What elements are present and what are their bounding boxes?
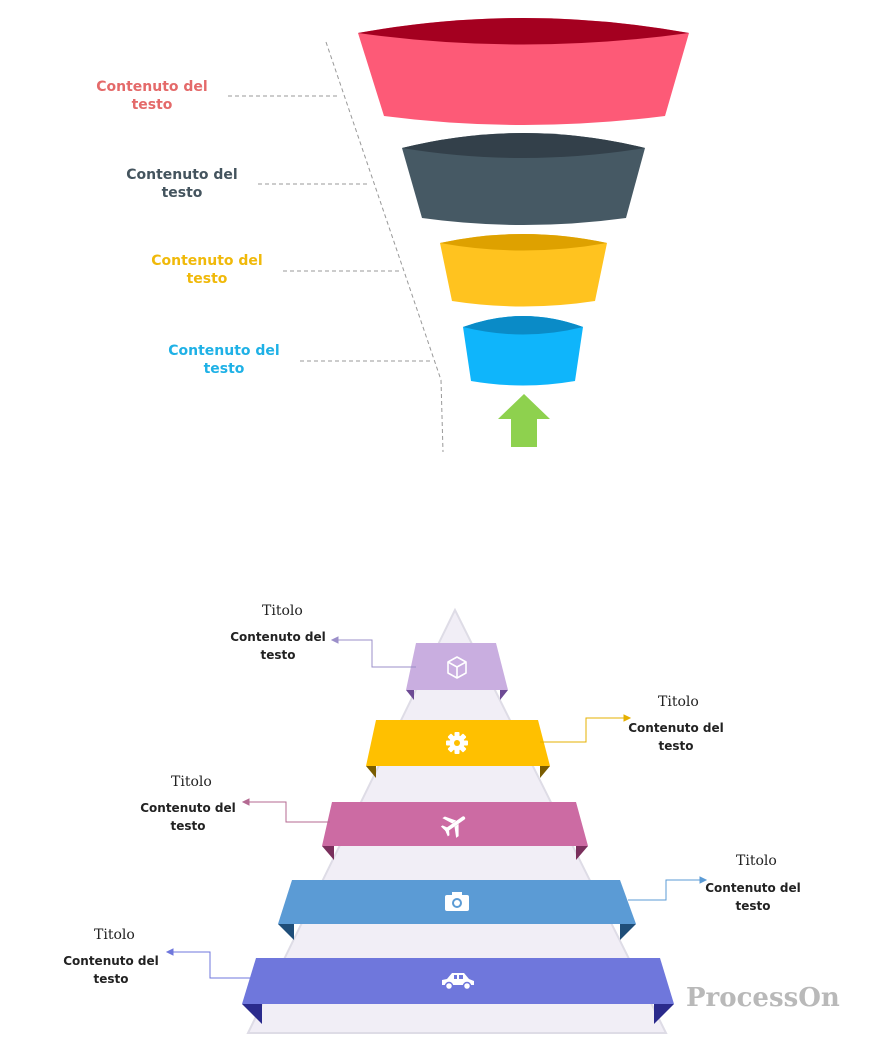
pyramid-text-5: Contenuto del testo <box>63 954 159 986</box>
pyramid-text-4: Contenuto del testo <box>705 881 801 913</box>
funnel-label-1: Contenuto del testo <box>92 78 212 114</box>
callout-arrow-5 <box>165 948 256 979</box>
pyramid-text-2: Contenuto del testo <box>628 721 724 753</box>
callout-arrow-4 <box>628 876 708 901</box>
pyramid-title-1: Titolo <box>262 603 303 619</box>
pyramid-title-2: Titolo <box>658 694 699 710</box>
callout-arrow-3 <box>241 798 330 823</box>
funnel-layer-4 <box>463 316 583 386</box>
pyramid-text-1: Contenuto del testo <box>230 630 326 662</box>
funnel-label-2-text: Contenuto del testo <box>126 167 238 201</box>
callout-arrow-1 <box>330 636 416 668</box>
funnel-label-3: Contenuto del testo <box>147 252 267 288</box>
funnel-label-2: Contenuto del testo <box>122 166 242 202</box>
funnel-label-4-text: Contenuto del testo <box>168 343 280 377</box>
gear-icon <box>446 732 468 754</box>
pyramid-title-3: Titolo <box>171 774 212 790</box>
cube-icon <box>447 656 467 679</box>
funnel-diagram <box>228 18 689 453</box>
funnel-label-3-text: Contenuto del testo <box>151 253 263 287</box>
up-arrow-icon <box>498 394 550 447</box>
airplane-icon <box>440 816 466 838</box>
camera-icon <box>445 892 469 911</box>
funnel-layer-3 <box>440 234 607 307</box>
car-icon <box>442 973 474 991</box>
pyramid-text-3: Contenuto del testo <box>140 801 236 833</box>
pyramid-title-5: Titolo <box>94 927 135 943</box>
funnel-label-4: Contenuto del testo <box>164 342 284 378</box>
pyramid-title-4: Titolo <box>736 853 777 869</box>
callout-arrow-2 <box>540 714 632 743</box>
funnel-label-1-text: Contenuto del testo <box>96 79 208 113</box>
funnel-layer-1 <box>358 18 689 125</box>
watermark-logo: ProcessOn <box>686 983 840 1013</box>
pyramid-diagram <box>165 607 708 1034</box>
funnel-layer-2 <box>402 133 645 225</box>
funnel-guide-line <box>325 41 444 453</box>
